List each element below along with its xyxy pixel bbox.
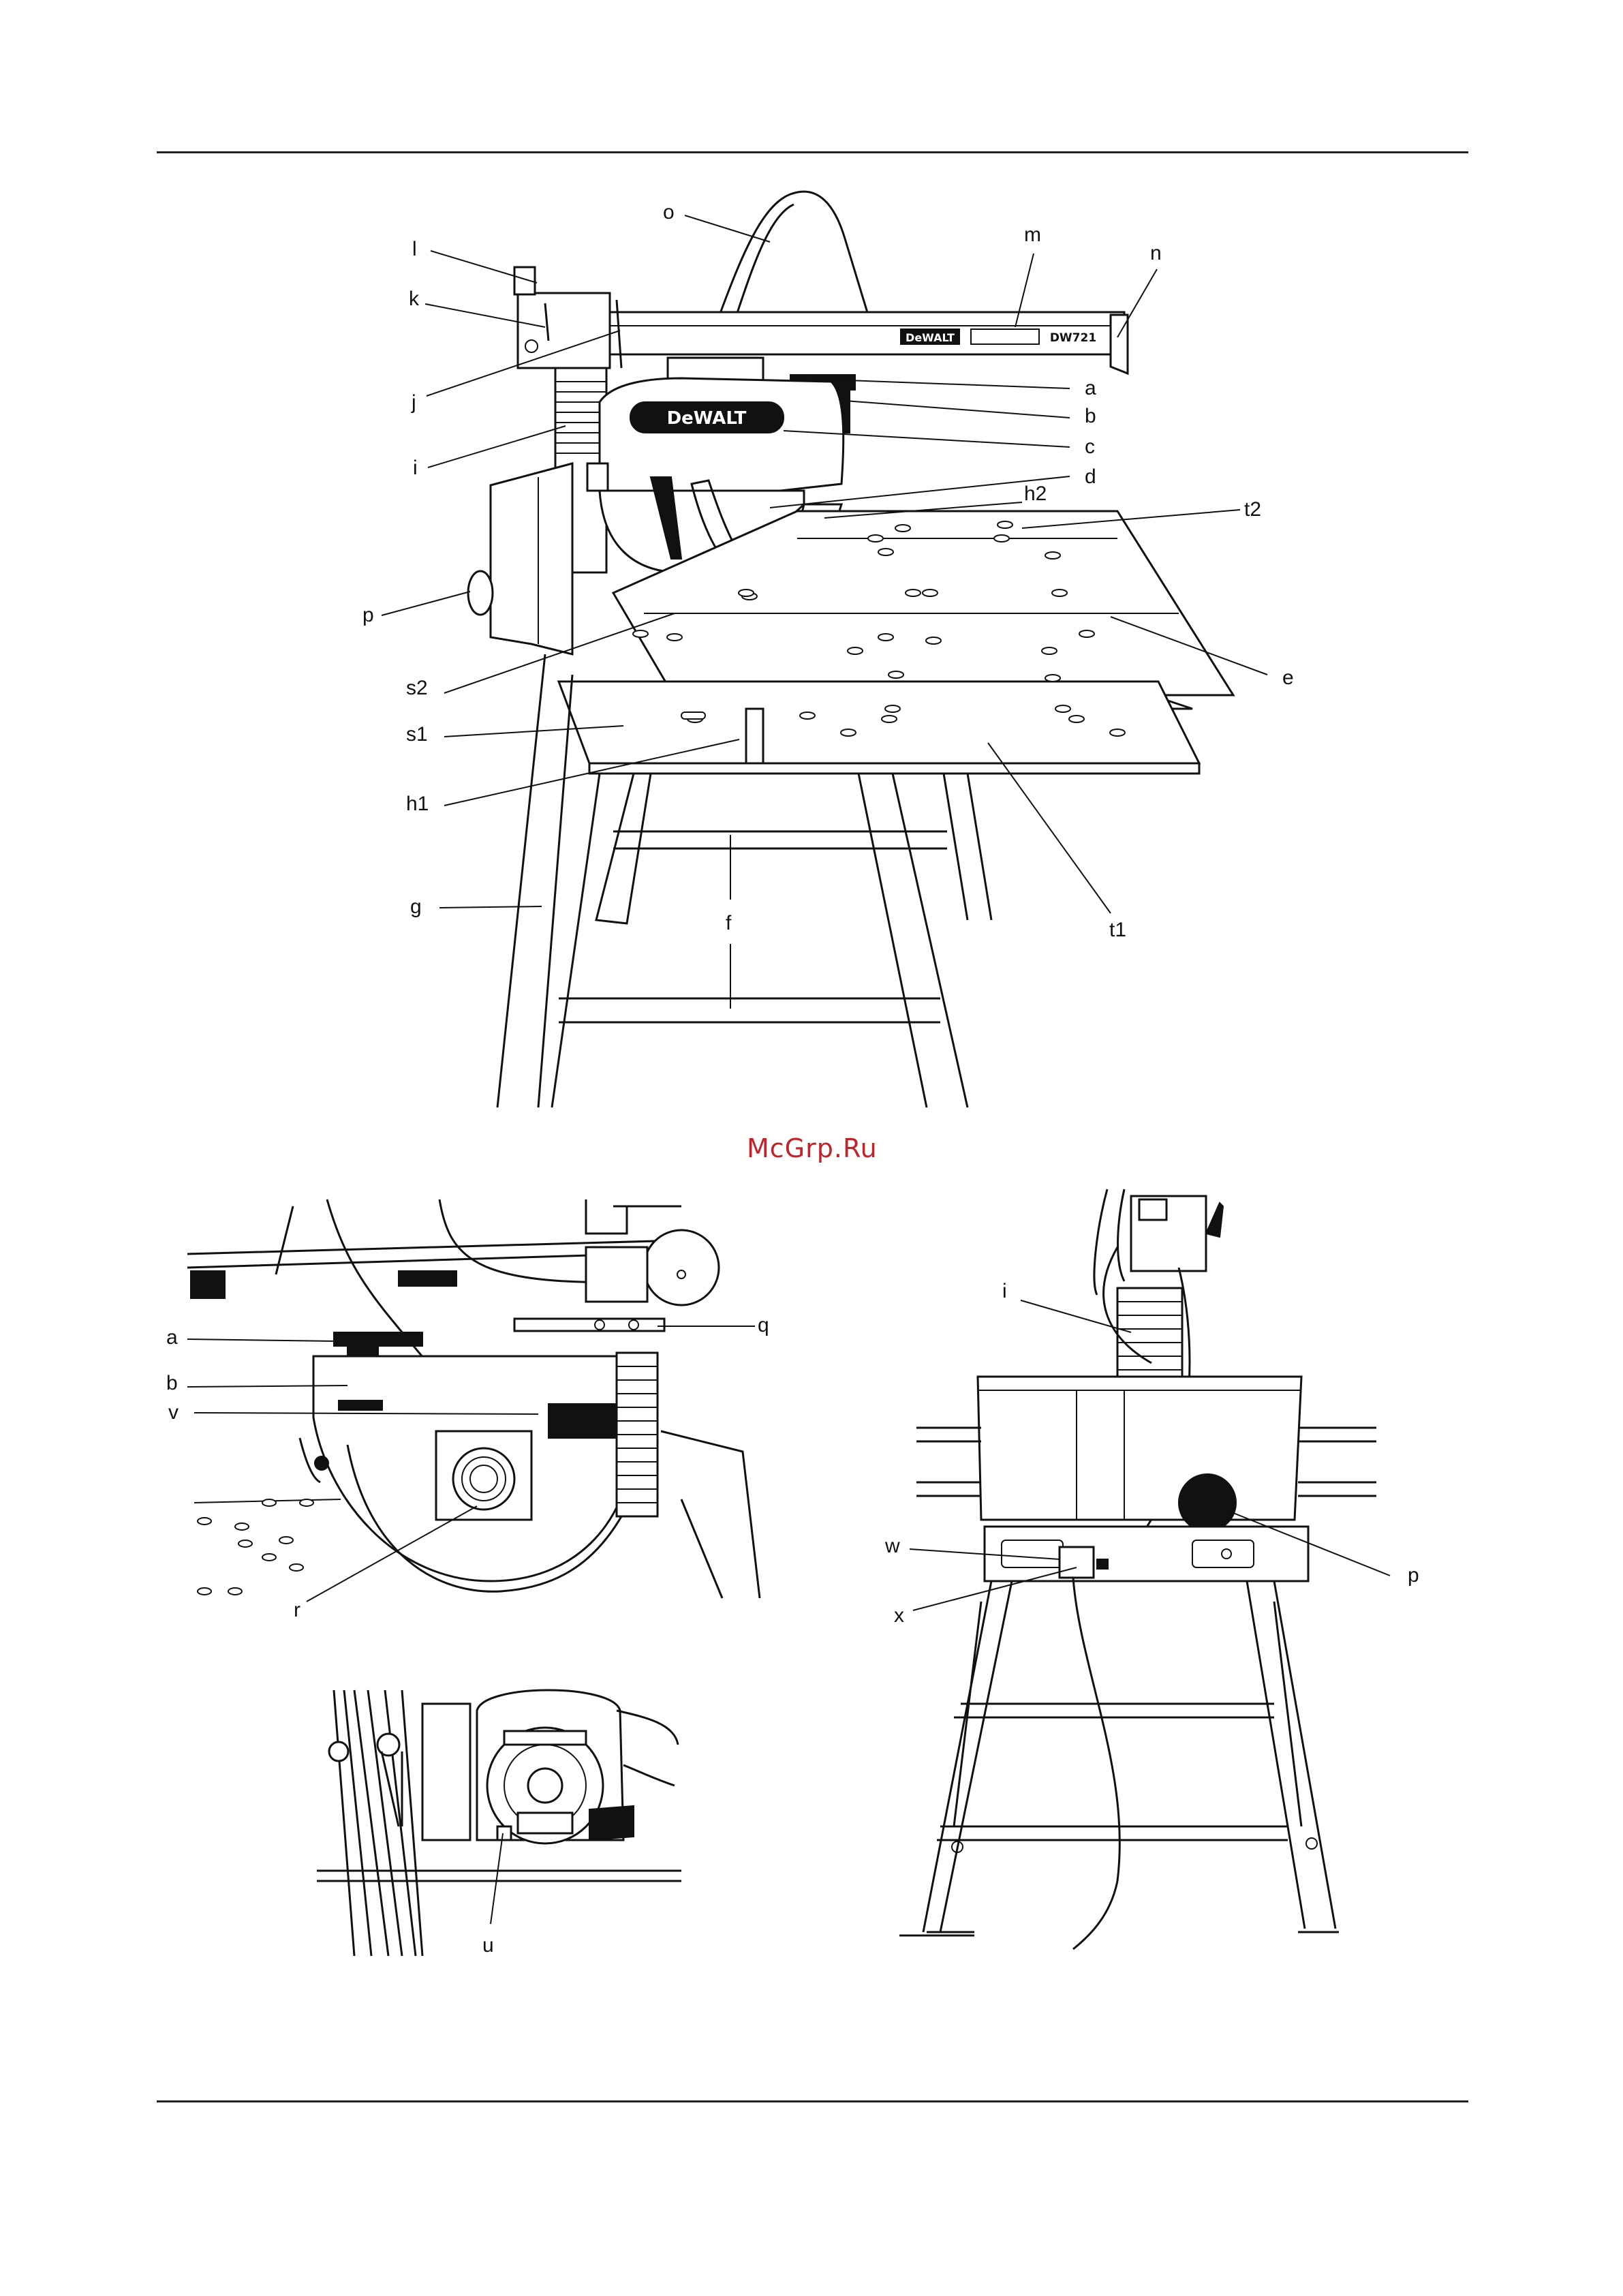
label-fig3-x: x <box>894 1606 904 1626</box>
label-fig3-w: w <box>885 1536 900 1557</box>
label-s1: s1 <box>406 724 428 745</box>
motor-end <box>491 463 572 654</box>
label-fig2-r: r <box>294 1600 300 1621</box>
label-t2: t2 <box>1244 500 1261 520</box>
label-n: n <box>1150 243 1162 264</box>
label-fig2-b: b <box>166 1373 178 1394</box>
watermark: McGrp.Ru <box>747 1133 878 1163</box>
label-fig2-a: a <box>166 1328 178 1348</box>
arm <box>606 312 1124 354</box>
label-t1: t1 <box>1109 920 1126 940</box>
label-o: o <box>663 202 675 223</box>
label-k: k <box>409 289 419 309</box>
label-b: b <box>1085 406 1096 427</box>
motor-brand-text: DeWALT <box>667 408 747 429</box>
label-fig2-q: q <box>758 1315 769 1336</box>
label-f: f <box>726 913 731 934</box>
figure-4-trunnion <box>317 1690 681 1956</box>
figure-1-saw: DeWALT DW721 DeWALT <box>468 192 1233 1107</box>
column-head <box>518 293 610 368</box>
figure-2-carriage <box>187 1199 760 1602</box>
motor-knob <box>468 571 493 615</box>
label-c: c <box>1085 437 1095 457</box>
arm-brand-text: DeWALT <box>906 331 955 344</box>
label-d: d <box>1085 467 1096 487</box>
label-a: a <box>1085 378 1096 399</box>
label-j: j <box>412 393 416 413</box>
label-fig3-p: p <box>1408 1565 1419 1586</box>
label-e: e <box>1282 668 1294 688</box>
label-m: m <box>1024 225 1041 245</box>
bellows-fig3 <box>1117 1288 1182 1377</box>
label-h2: h2 <box>1024 484 1047 504</box>
label-g: g <box>410 897 422 917</box>
front-table <box>559 682 1199 763</box>
label-l: l <box>412 239 417 260</box>
label-i: i <box>413 458 418 478</box>
motor-housing <box>600 378 844 494</box>
label-p: p <box>362 605 374 626</box>
label-fig2-v: v <box>168 1403 179 1423</box>
figure-3-stand <box>899 1189 1390 1949</box>
label-fig4-u: u <box>482 1935 494 1956</box>
arm-model-text: DW721 <box>1050 331 1096 345</box>
bellows-fig2 <box>617 1353 658 1516</box>
label-s2: s2 <box>406 678 428 699</box>
label-fig3-i: i <box>1002 1281 1007 1302</box>
label-h1: h1 <box>406 794 429 814</box>
